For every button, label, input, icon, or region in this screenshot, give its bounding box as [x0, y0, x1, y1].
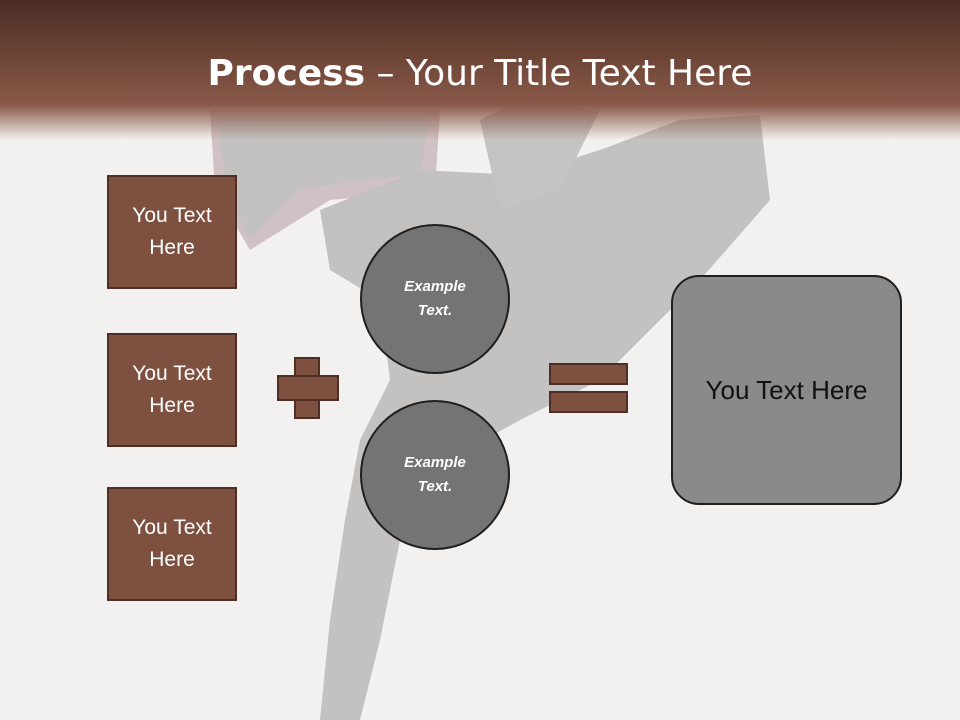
title-bold: Process [207, 53, 366, 94]
header-band [0, 0, 960, 140]
left-box-line1: You Text [132, 516, 212, 539]
equals-top-bar [549, 363, 628, 385]
circle-line1: Example [404, 454, 466, 471]
slide-title: Process – Your Title Text Here [0, 48, 960, 100]
plus-center [296, 377, 318, 399]
title-rest: – Your Title Text Here [365, 53, 753, 94]
circle-line2: Text. [417, 302, 453, 319]
left-box-line2: Here [149, 236, 195, 259]
left-box-line2: Here [149, 548, 195, 571]
result-label: You Text Here [705, 374, 868, 405]
result-box: You Text Here [671, 275, 902, 505]
left-box-line1: You Text [132, 204, 212, 227]
left-box-line1: You Text [132, 362, 212, 385]
circle-line2: Text. [417, 478, 453, 495]
circle-line1: Example [404, 278, 466, 295]
left-box-line2: Here [149, 394, 195, 417]
equals-bottom-bar [549, 391, 628, 413]
